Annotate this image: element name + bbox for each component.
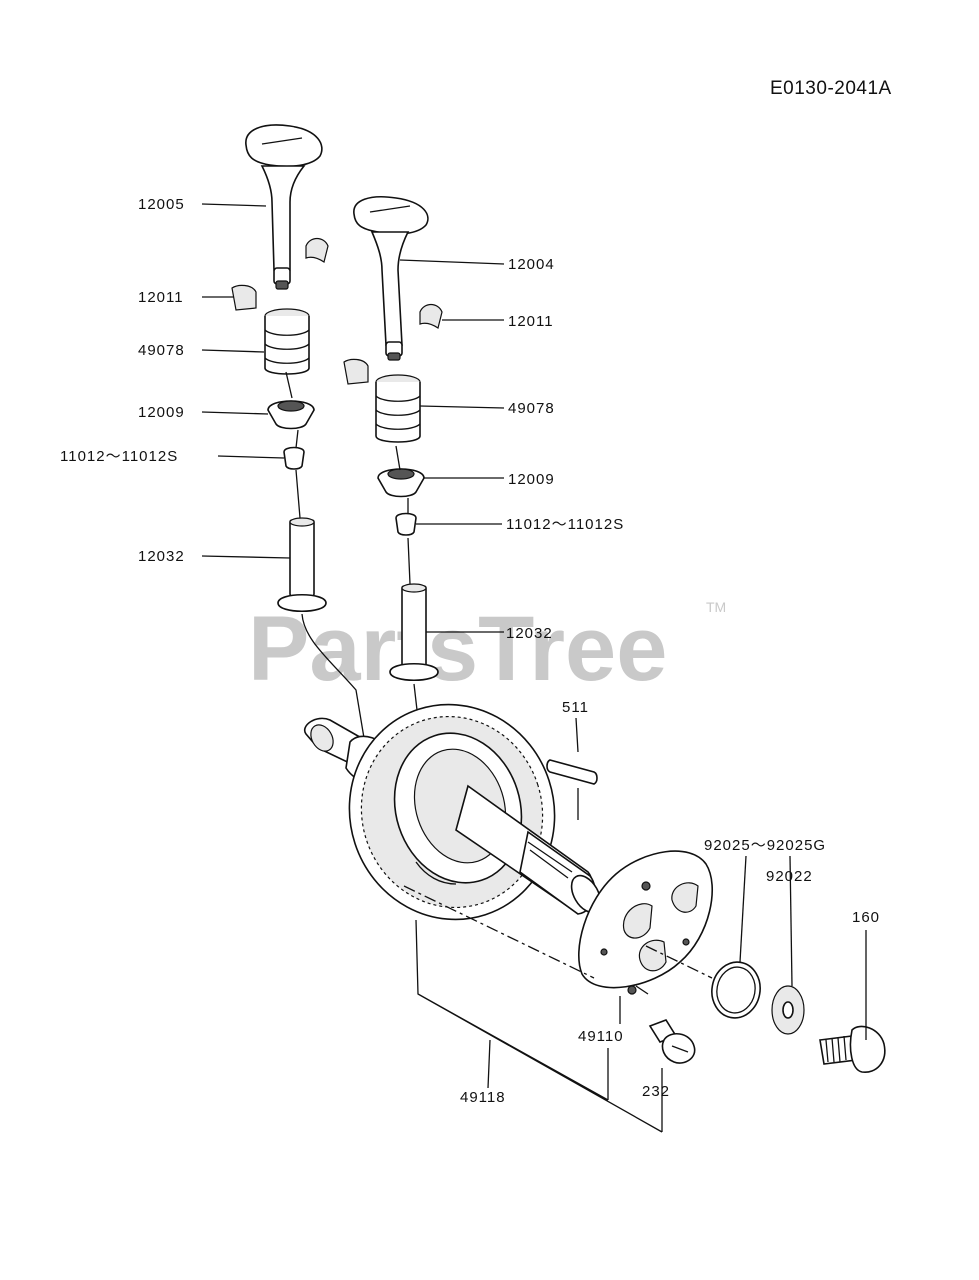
label-49110: 49110 — [578, 1028, 624, 1045]
valve-intake-12004[interactable] — [353, 196, 429, 361]
retainer-12009-left[interactable] — [267, 400, 315, 430]
label-49078-right: 49078 — [508, 400, 555, 417]
label-12032-right: 12032 — [506, 625, 553, 642]
spring-49078-right[interactable] — [375, 374, 421, 443]
label-92022: 92022 — [766, 868, 813, 885]
valve-exhaust-12005[interactable] — [245, 124, 323, 290]
label-92025: 92025～92025G — [704, 837, 826, 854]
label-12011-left: 12011 — [138, 289, 184, 306]
label-12004: 12004 — [508, 256, 555, 273]
collet-12011-right-b[interactable] — [343, 358, 369, 385]
label-12009-left: 12009 — [138, 404, 185, 421]
camshaft-gear-49118[interactable] — [303, 678, 607, 946]
o-ring-92025[interactable] — [708, 958, 765, 1021]
label-12032-left: 12032 — [138, 548, 185, 565]
tappet-12032-right[interactable] — [389, 583, 439, 681]
washer-92022[interactable] — [771, 985, 805, 1035]
label-160: 160 — [852, 909, 880, 926]
trademark-text: TM — [706, 599, 726, 615]
label-232: 232 — [642, 1083, 670, 1100]
diagram-code: E0130-2041A — [770, 78, 892, 99]
leader-lines — [201, 203, 867, 1133]
cap-11012-right[interactable] — [395, 512, 417, 536]
governor-plate-49110[interactable] — [578, 850, 713, 995]
label-49118: 49118 — [460, 1089, 506, 1106]
label-12011-right: 12011 — [508, 313, 554, 330]
retainer-12009-right[interactable] — [377, 468, 425, 498]
label-511: 511 — [562, 699, 589, 716]
label-12005: 12005 — [138, 196, 185, 213]
spring-49078-left[interactable] — [264, 308, 310, 375]
key-511[interactable] — [546, 717, 598, 820]
bolt-160[interactable] — [819, 1025, 886, 1073]
collet-12011-left-b[interactable] — [231, 284, 257, 311]
screw-232[interactable] — [648, 1019, 696, 1064]
collet-12011-left-a[interactable] — [305, 237, 329, 263]
cap-11012-left[interactable] — [283, 446, 305, 470]
watermark-text: PartsTree — [248, 598, 667, 700]
tappet-12032-left[interactable] — [277, 517, 327, 612]
collet-12011-right-a[interactable] — [419, 303, 443, 329]
label-11012-right: 11012～11012S — [506, 516, 624, 533]
label-12009-right: 12009 — [508, 471, 555, 488]
label-11012-left: 11012～11012S — [60, 448, 178, 465]
label-49078-left: 49078 — [138, 342, 185, 359]
